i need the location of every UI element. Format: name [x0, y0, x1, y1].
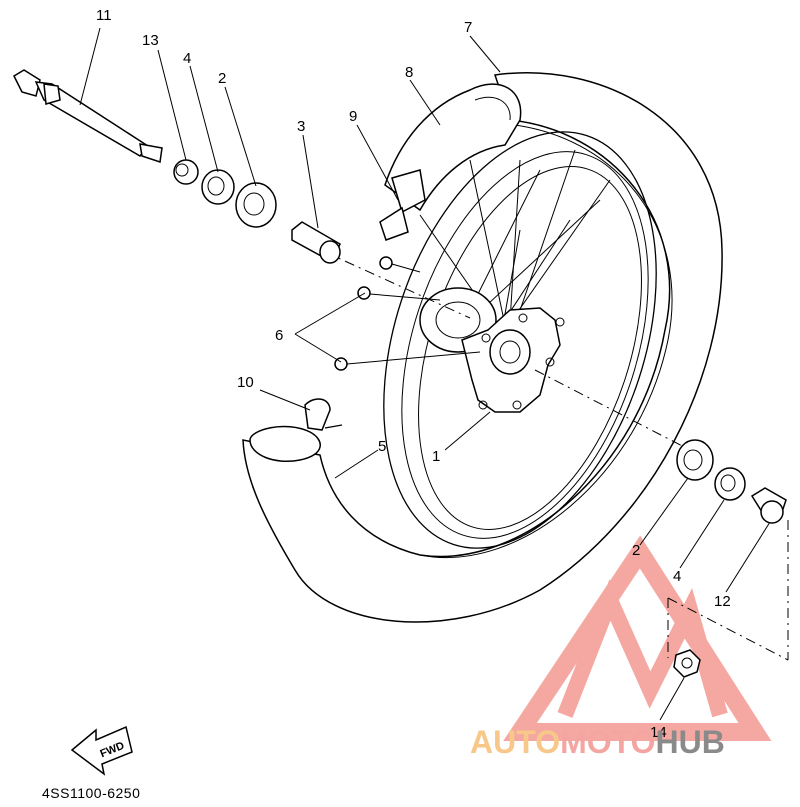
bearing-bottom [676, 439, 714, 481]
oil-seal-top [201, 169, 235, 205]
callout-8: 8 [405, 64, 413, 81]
bolts [334, 256, 481, 371]
callout-12: 12 [714, 593, 731, 610]
collar-12 [750, 487, 787, 524]
watermark-text: AUTOMOTOHUB [470, 724, 725, 760]
callout-6: 6 [275, 327, 283, 344]
svg-text:AUTOMOTOHUB: AUTOMOTOHUB [470, 724, 725, 760]
callout-2-top: 2 [218, 70, 226, 87]
axle [13, 69, 163, 163]
tire [242, 71, 723, 623]
callout-4-top: 4 [183, 50, 191, 67]
callout-labels: 11 13 4 2 3 9 8 7 6 10 5 1 2 4 12 14 [96, 7, 731, 741]
axis-centerline [324, 251, 789, 661]
callout-11: 11 [96, 7, 112, 24]
axle-nut [673, 649, 701, 678]
callout-1: 1 [432, 448, 440, 465]
rim [383, 131, 657, 549]
callout-13: 13 [142, 32, 159, 49]
hub [419, 287, 565, 413]
bearing-top [235, 182, 277, 228]
inner-tube [249, 398, 343, 462]
callout-9: 9 [349, 108, 357, 125]
watermark-logo [503, 535, 772, 741]
callout-4-bottom: 4 [673, 568, 681, 585]
callout-5: 5 [378, 438, 386, 455]
diagram-code: 4SS1100-6250 [42, 785, 140, 801]
callout-7: 7 [464, 19, 472, 36]
spacer [291, 221, 341, 264]
collar-13 [173, 159, 199, 185]
leader-lines [79, 27, 771, 721]
callout-2-bottom: 2 [632, 542, 640, 559]
valve [379, 169, 426, 241]
callout-3: 3 [297, 118, 305, 135]
watermark-part-hub: HUB [655, 724, 724, 760]
watermark-part-auto: AUTO [470, 724, 560, 760]
oil-seal-bottom [714, 467, 746, 501]
callout-14: 14 [650, 724, 667, 741]
watermark-part-moto: MOTO [560, 724, 655, 760]
callout-10: 10 [237, 374, 254, 391]
fwd-arrow-icon: FWD [70, 725, 133, 776]
